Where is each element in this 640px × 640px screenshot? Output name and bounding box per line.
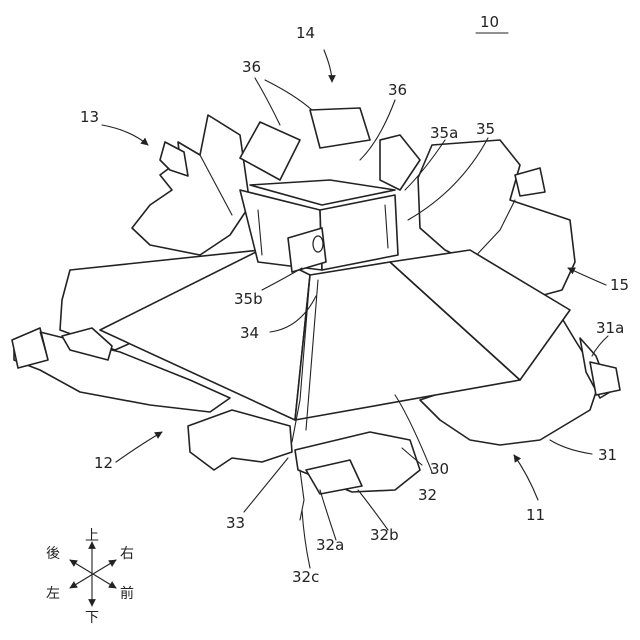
label-30: 30 — [430, 460, 449, 478]
label-13: 13 — [80, 108, 99, 126]
compass-down: 下 — [85, 610, 99, 626]
label-32a: 32a — [316, 536, 344, 554]
compass-left: 左 — [46, 586, 60, 602]
flange-front-left — [188, 410, 292, 470]
label-32: 32 — [418, 486, 437, 504]
flange-32 — [295, 432, 420, 520]
compass-back: 後 — [46, 546, 60, 562]
label-35: 35 — [476, 120, 495, 138]
compass-up: 上 — [85, 528, 99, 544]
label-34: 34 — [240, 324, 259, 342]
label-10: 10 — [480, 13, 499, 31]
label-15: 15 — [610, 276, 629, 294]
rear-wing-13 — [132, 115, 250, 255]
label-14: 14 — [296, 24, 315, 42]
compass-front: 前 — [120, 585, 134, 602]
compass-right: 右 — [120, 546, 134, 562]
direction-compass: 上 下 後 右 左 前 — [46, 528, 134, 626]
label-12: 12 — [94, 454, 113, 472]
label-35b: 35b — [234, 290, 263, 308]
label-36-right: 36 — [388, 81, 407, 99]
label-36-left: 36 — [242, 58, 261, 76]
label-32c: 32c — [292, 568, 319, 586]
label-32b: 32b — [370, 526, 399, 544]
label-31a: 31a — [596, 319, 624, 337]
top-hub-14 — [240, 108, 420, 272]
label-33: 33 — [226, 514, 245, 532]
label-31: 31 — [598, 446, 617, 464]
label-11: 11 — [526, 506, 545, 524]
label-35a: 35a — [430, 124, 458, 142]
